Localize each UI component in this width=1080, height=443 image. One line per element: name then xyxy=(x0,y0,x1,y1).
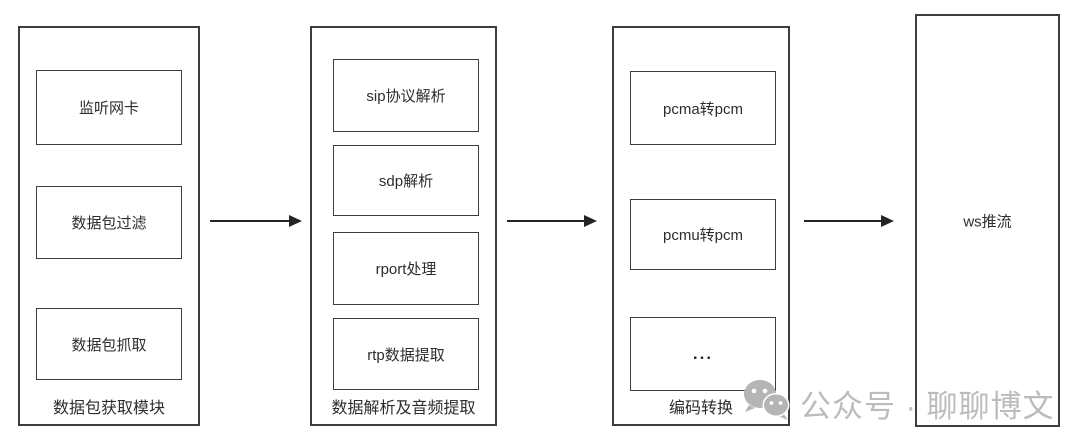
node-listen-nic: 监听网卡 xyxy=(36,70,182,145)
node-pcmu-to-pcm: pcmu转pcm xyxy=(630,199,776,270)
flow-arrow-1 xyxy=(210,215,302,227)
module-label-encoding-conversion: 编码转换 xyxy=(668,400,733,417)
node-pcma-to-pcm: pcma转pcm xyxy=(630,71,776,145)
node-rport-handle: rport处理 xyxy=(333,232,479,305)
module-ws-streaming: ws推流 xyxy=(915,14,1060,427)
node-packet-capture: 数据包抓取 xyxy=(36,308,182,380)
node-sip-parse: sip协议解析 xyxy=(333,59,479,132)
node-packet-filter: 数据包过滤 xyxy=(36,186,182,259)
node-rtp-extract: rtp数据提取 xyxy=(333,318,479,390)
module-label-packet-acquisition: 数据包获取模块 xyxy=(52,400,165,417)
module-label-data-parsing: 数据解析及音频提取 xyxy=(331,400,476,417)
node-sdp-parse: sdp解析 xyxy=(333,145,479,216)
module-label-ws-streaming: ws推流 xyxy=(963,213,1012,230)
module-data-parsing: sip协议解析 sdp解析 rport处理 rtp数据提取 数据解析及音频提取 xyxy=(310,26,497,426)
flow-arrow-2 xyxy=(507,215,597,227)
module-encoding-conversion: pcma转pcm pcmu转pcm ... 编码转换 xyxy=(612,26,790,426)
module-packet-acquisition: 监听网卡 数据包过滤 数据包抓取 数据包获取模块 xyxy=(18,26,200,426)
node-ellipsis: ... xyxy=(630,317,776,391)
flow-arrow-3 xyxy=(804,215,894,227)
